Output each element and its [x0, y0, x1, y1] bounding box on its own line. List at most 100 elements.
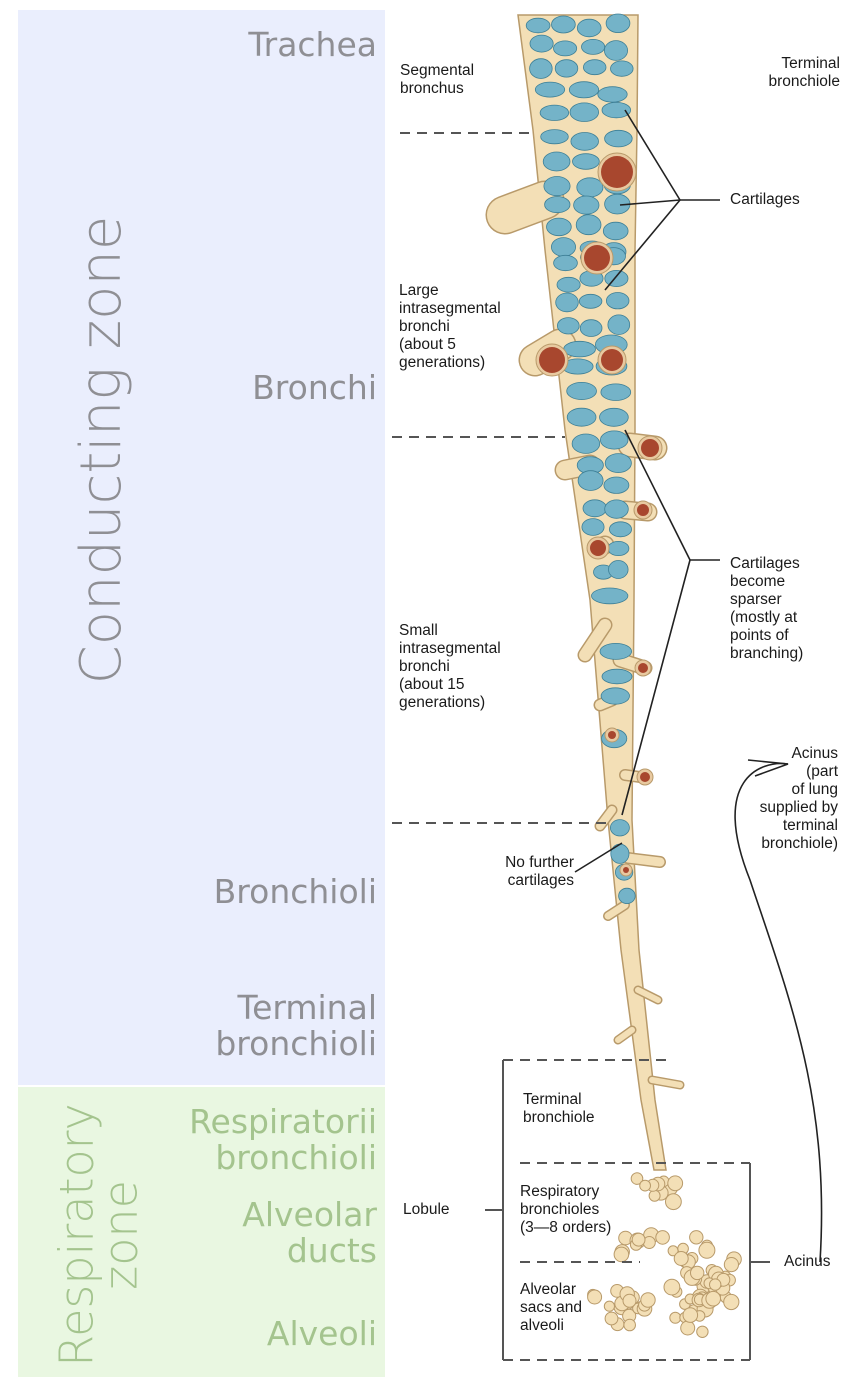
- cartilage-plate: [576, 215, 601, 235]
- cartilage-plate: [592, 588, 628, 604]
- opening-2: [601, 349, 623, 371]
- cartilage-plate: [530, 35, 553, 52]
- airway-branch-0: [505, 200, 545, 215]
- cartilage-plate: [554, 255, 578, 270]
- cartilage-plate: [569, 82, 598, 98]
- cartilage-plate: [557, 277, 580, 292]
- alveolus: [614, 1247, 629, 1262]
- label-cartilages-sparser: Cartilages become sparser (mostly at poi…: [730, 555, 803, 663]
- cartilage-plate: [555, 60, 578, 77]
- alveolus: [605, 1312, 618, 1325]
- cartilage-plate: [571, 133, 599, 151]
- alveolus: [604, 1301, 614, 1311]
- cartilage-plate: [556, 293, 579, 312]
- alveolus: [670, 1312, 681, 1323]
- cartilage-plate: [601, 688, 629, 704]
- alveolus: [649, 1190, 660, 1201]
- cartilage-plate: [600, 431, 628, 449]
- alveolus: [640, 1180, 651, 1191]
- cartilage-plate: [557, 318, 579, 334]
- opening-10: [623, 867, 629, 873]
- cartilage-plate: [567, 408, 596, 426]
- cartilage-plate: [606, 14, 630, 33]
- cartilage-plate: [605, 500, 629, 518]
- cartilage-plate: [552, 16, 576, 33]
- cartilage-plate: [605, 270, 628, 286]
- label-segmental-bronchus: Segmental bronchus: [400, 62, 474, 98]
- label-acinus-definition: Acinus (part of lung supplied by termina…: [700, 745, 838, 853]
- alveolus: [710, 1279, 721, 1290]
- alveolus: [706, 1291, 721, 1306]
- cartilage-plate: [602, 669, 632, 684]
- alveolus: [666, 1194, 682, 1210]
- cartilage-plate: [577, 19, 601, 37]
- opening-4: [641, 439, 659, 457]
- cartilage-plate: [610, 820, 629, 836]
- label-no-further-cartilages: No further cartilages: [430, 854, 574, 890]
- cartilage-plate: [541, 130, 569, 144]
- airway-branch-14: [618, 1030, 632, 1040]
- alveolus: [690, 1231, 703, 1244]
- label-small-intrasegmental: Small intrasegmental bronchi (about 15 g…: [399, 622, 501, 712]
- cartilage-plate: [578, 471, 603, 491]
- label-alveolar-sacs: Alveolar sacs and alveoli: [520, 1281, 582, 1335]
- label-cartilages: Cartilages: [730, 191, 800, 209]
- cartilage-plate: [606, 293, 629, 309]
- opening-6: [637, 504, 649, 516]
- cartilage-plate: [526, 18, 550, 33]
- opening-0: [601, 156, 633, 188]
- cartilage-plate: [535, 82, 564, 97]
- cartilage-plate: [544, 177, 570, 196]
- alveolus: [664, 1279, 680, 1295]
- cartilage-plate: [608, 315, 630, 335]
- alveolus: [724, 1294, 739, 1309]
- cartilage-plate: [554, 41, 577, 56]
- cartilage-plate: [604, 477, 629, 493]
- cartilage-plate: [611, 844, 629, 863]
- cartilage-plate: [611, 61, 634, 76]
- cartilage-plate: [601, 384, 631, 401]
- alveolus: [697, 1326, 708, 1337]
- cartilage-plate: [609, 561, 629, 579]
- opening-9: [608, 731, 616, 739]
- alveolus: [624, 1319, 636, 1331]
- cartilage-plate: [600, 643, 632, 659]
- alveolus: [724, 1258, 738, 1272]
- cartilage-plate: [602, 102, 631, 117]
- alveolus: [674, 1252, 688, 1266]
- cartilage-plate: [543, 152, 570, 171]
- alveolus: [681, 1321, 695, 1335]
- alveolus: [683, 1308, 698, 1323]
- cartilage-plate: [580, 320, 602, 337]
- cartilage-plate: [619, 888, 636, 903]
- cartilage-plate: [609, 522, 631, 537]
- opening-3: [539, 347, 565, 373]
- cartilage-plate: [600, 408, 629, 426]
- airway-branch-11: [628, 858, 660, 862]
- cartilage-plate: [574, 196, 599, 214]
- opening-7: [638, 663, 648, 673]
- label-acinus: Acinus: [784, 1253, 831, 1271]
- cartilage-plate: [582, 519, 604, 536]
- cartilage-plate: [570, 103, 599, 122]
- label-lobule: Lobule: [403, 1201, 450, 1219]
- cartilage-plate: [583, 500, 607, 517]
- label-terminal-bronchiole-box: Terminal bronchiole: [523, 1091, 595, 1127]
- cartilage-plate: [605, 130, 633, 147]
- cartilage-plate: [551, 238, 575, 257]
- label-large-intrasegmental: Large intrasegmental bronchi (about 5 ge…: [399, 282, 501, 372]
- cartilage-plate: [605, 454, 631, 473]
- cartilage-plate: [567, 382, 597, 399]
- cartilage-plate: [564, 341, 596, 357]
- label-terminal-bronchiole-top: Terminal bronchiole: [700, 55, 840, 91]
- alveolus: [656, 1231, 670, 1245]
- cartilage-plate: [583, 60, 606, 75]
- opening-8: [640, 772, 650, 782]
- alveolus: [699, 1242, 715, 1258]
- opening-5: [590, 540, 606, 556]
- opening-1: [584, 245, 610, 271]
- cartilage-plate: [572, 434, 600, 453]
- cartilage-plate: [582, 39, 605, 54]
- cartilage-plate: [604, 41, 627, 61]
- cartilage-plate: [530, 59, 553, 79]
